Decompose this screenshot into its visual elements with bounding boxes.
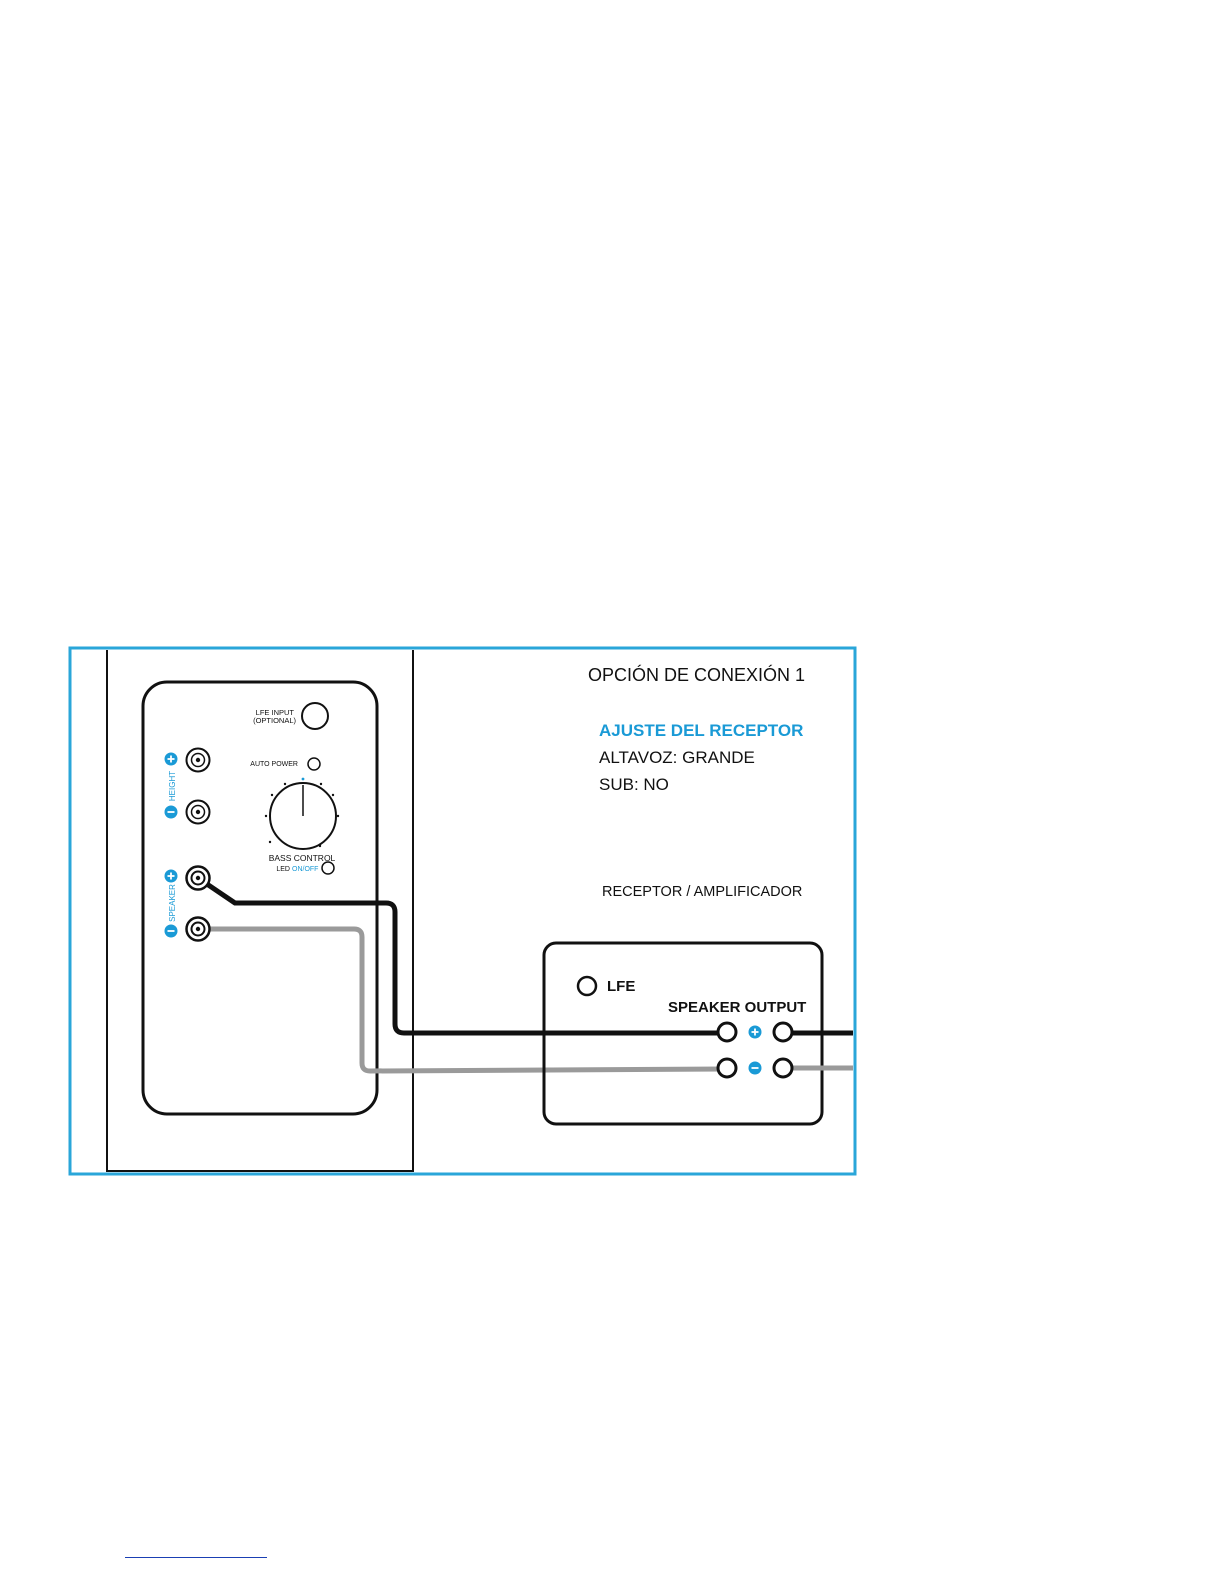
receiver-minus-icon [749, 1062, 762, 1075]
receiver-left-minus-terminal[interactable] [718, 1059, 736, 1077]
receiver-plus-icon [749, 1026, 762, 1039]
speaker-minus-icon [165, 925, 178, 938]
led-label: LED [276, 866, 290, 873]
speaker-minus-terminal[interactable] [187, 918, 210, 941]
receiver-left-plus-terminal[interactable] [718, 1023, 736, 1041]
receiver-amplifier-label: RECEPTOR / AMPLIFICADOR [602, 884, 802, 900]
bass-control-label: BASS CONTROL [269, 853, 336, 863]
speaker-plus-icon [165, 870, 178, 883]
connection-option-title: OPCIÓN DE CONEXIÓN 1 [588, 664, 805, 685]
height-plus-icon [165, 753, 178, 766]
receiver-lfe-label: LFE [607, 978, 635, 995]
speaker-output-label: SPEAKER OUTPUT [668, 999, 806, 1016]
height-label: HEIGHT [168, 771, 177, 801]
receiver-sub-setting: SUB: NO [599, 775, 669, 794]
receiver-speaker-setting: ALTAVOZ: GRANDE [599, 748, 755, 767]
speaker-plus-terminal[interactable] [187, 867, 210, 890]
receiver-right-minus-terminal[interactable] [774, 1059, 792, 1077]
lfe-input-optional-label: (OPTIONAL) [253, 716, 296, 725]
height-minus-terminal[interactable] [187, 801, 210, 824]
bass-control-knob[interactable] [270, 783, 336, 849]
speaker-back-plate [143, 682, 377, 1114]
led-on-off-label: ON/OFF [292, 866, 318, 873]
footer-divider [125, 1557, 267, 1558]
led-on-off-switch[interactable] [322, 862, 334, 874]
speaker-terminal-label: SPEAKER [168, 884, 177, 922]
receiver-right-plus-terminal[interactable] [774, 1023, 792, 1041]
receiver-settings-heading: AJUSTE DEL RECEPTOR [599, 721, 803, 740]
receiver-lfe-jack[interactable] [578, 977, 596, 995]
auto-power-label: AUTO POWER [250, 761, 298, 768]
height-minus-icon [165, 806, 178, 819]
height-plus-terminal[interactable] [187, 749, 210, 772]
lfe-input-jack[interactable] [302, 703, 328, 729]
auto-power-indicator [308, 758, 320, 770]
